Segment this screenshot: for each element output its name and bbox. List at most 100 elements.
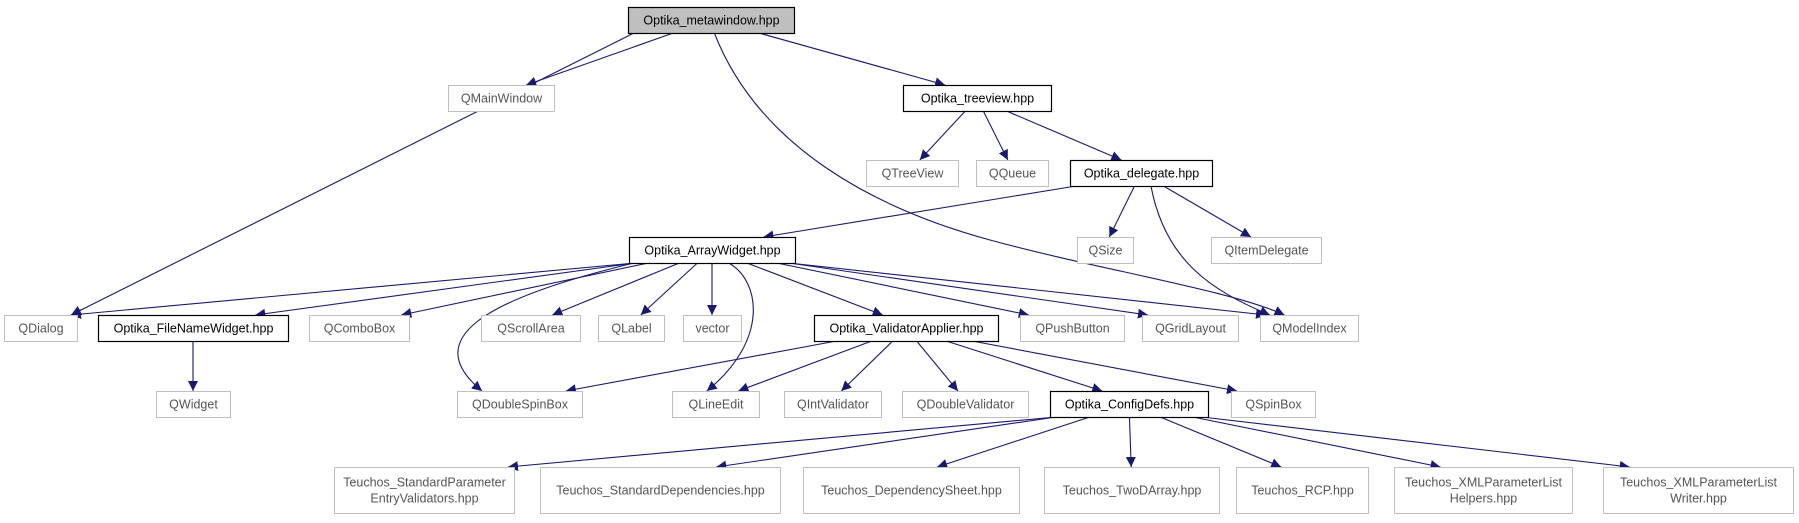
- node-label: Optika_ValidatorApplier.hpp: [829, 322, 983, 336]
- edge-arraywidget-to-filenamewidget: [255, 262, 636, 319]
- node-box: [1142, 315, 1239, 342]
- node-label: Optika_metawindow.hpp: [643, 14, 779, 28]
- node-arraywidget[interactable]: Optika_ArrayWidget.hpp: [628, 236, 797, 265]
- node-label: QWidget: [169, 398, 218, 412]
- node-label: Teuchos_XMLParameterList: [1405, 476, 1563, 490]
- node-box: [866, 160, 959, 187]
- node-qmainwindow: QMainWindow: [448, 85, 555, 112]
- node-box: [97, 314, 290, 343]
- node-delegate[interactable]: Optika_delegate.hpp: [1069, 159, 1214, 188]
- node-box: [683, 315, 742, 342]
- node-qspinbox: QSpinBox: [1231, 391, 1316, 418]
- node-vector: vector: [683, 315, 742, 342]
- node-qmodelindex: QModelIndex: [1260, 315, 1359, 342]
- edge-configdefs-to-twodarray: [1125, 416, 1136, 468]
- edge-metawindow-to-treeview: [758, 32, 946, 88]
- edge-arraywidget-to-qdialog: [70, 262, 636, 320]
- node-box: [1231, 391, 1316, 418]
- node-depsheet: Teuchos_DependencySheet.hpp: [803, 467, 1020, 514]
- edge-validatorapplier-to-qdoublespinbox: [565, 340, 837, 395]
- node-box: [1077, 237, 1134, 264]
- node-box: [803, 467, 1020, 514]
- node-metawindow[interactable]: Optika_metawindow.hpp: [627, 6, 796, 35]
- node-label: Optika_delegate.hpp: [1084, 167, 1199, 181]
- node-label: Teuchos_DependencySheet.hpp: [821, 484, 1002, 498]
- node-qdialog: QDialog: [4, 315, 78, 342]
- node-box: [481, 315, 581, 342]
- node-box: [902, 391, 1029, 418]
- node-box: [813, 314, 1000, 343]
- edge-arraywidget-to-qpushbutton: [776, 262, 1029, 318]
- edge-delegate-to-qitemdelegate: [1163, 185, 1252, 238]
- node-box: [1069, 159, 1214, 188]
- node-box: [540, 467, 781, 514]
- node-box: [1236, 467, 1369, 514]
- node-treeview[interactable]: Optika_treeview.hpp: [902, 84, 1053, 113]
- edge-configdefs-to-rcp: [1159, 416, 1282, 468]
- node-qlineedit: QLineEdit: [672, 391, 760, 418]
- node-label: Teuchos_StandardParameter: [343, 476, 506, 490]
- node-filenamewidget[interactable]: Optika_FileNameWidget.hpp: [97, 314, 290, 343]
- node-qlabel: QLabel: [598, 315, 665, 342]
- edge-arraywidget-to-qdoublespinbox: [457, 262, 635, 392]
- node-box: [628, 236, 797, 265]
- node-box: [1394, 467, 1573, 514]
- node-configdefs[interactable]: Optika_ConfigDefs.hpp: [1049, 390, 1210, 419]
- node-label: Helpers.hpp: [1450, 492, 1517, 506]
- node-label: Teuchos_TwoDArray.hpp: [1063, 484, 1202, 498]
- edge-treeview-to-qtreeview: [919, 110, 966, 161]
- edge-treeview-to-qqueue: [982, 110, 1009, 161]
- node-qscrollarea: QScrollArea: [481, 315, 581, 342]
- node-box: [448, 85, 555, 112]
- node-label: QModelIndex: [1272, 322, 1347, 336]
- node-box: [4, 315, 78, 342]
- node-label: Optika_ArrayWidget.hpp: [644, 244, 780, 258]
- node-label: QSpinBox: [1245, 398, 1302, 412]
- node-stddeps: Teuchos_StandardDependencies.hpp: [540, 467, 781, 514]
- node-box: [1260, 315, 1359, 342]
- edge-validatorapplier-to-qdoublevalidator: [916, 340, 959, 392]
- node-label: Writer.hpp: [1670, 492, 1727, 506]
- node-label: QScrollArea: [497, 322, 564, 336]
- edge-layer: [70, 32, 1630, 472]
- edge-metawindow-to-qmodelindex: [713, 32, 1285, 316]
- edge-validatorapplier-to-qintvalidator: [840, 340, 894, 392]
- edge-arraywidget-to-qscrollarea: [552, 262, 680, 316]
- node-label: QSize: [1088, 244, 1122, 258]
- edge-arraywidget-to-validatorapplier: [746, 262, 883, 317]
- node-label: QItemDelegate: [1224, 244, 1308, 258]
- node-box: [1049, 390, 1210, 419]
- edge-configdefs-to-xmlhelpers: [1192, 416, 1441, 470]
- edge-arraywidget-to-qmodelindex: [788, 262, 1267, 319]
- node-label: Optika_FileNameWidget.hpp: [114, 322, 274, 336]
- node-qgridlayout: QGridLayout: [1142, 315, 1239, 342]
- node-box: [976, 160, 1049, 187]
- node-box: [457, 391, 583, 418]
- node-label: QQueue: [989, 167, 1036, 181]
- edge-validatorapplier-to-qlineedit: [738, 340, 872, 393]
- node-label: QMainWindow: [461, 92, 543, 106]
- node-label: Optika_treeview.hpp: [921, 92, 1034, 106]
- edge-delegate-to-arraywidget: [763, 185, 1077, 241]
- node-box: [156, 391, 231, 418]
- node-qwidget: QWidget: [156, 391, 231, 418]
- node-label: QTreeView: [882, 167, 945, 181]
- node-box: [784, 391, 882, 418]
- node-box: [902, 84, 1053, 113]
- node-qitemdelegate: QItemDelegate: [1211, 237, 1322, 264]
- node-label: QComboBox: [324, 322, 396, 336]
- node-validatorapplier[interactable]: Optika_ValidatorApplier.hpp: [813, 314, 1000, 343]
- node-qqueue: QQueue: [976, 160, 1049, 187]
- edge-configdefs-to-stddeps: [716, 416, 1057, 471]
- node-label: Teuchos_XMLParameterList: [1620, 476, 1778, 490]
- node-qtreeview: QTreeView: [866, 160, 959, 187]
- edge-delegate-to-qsize: [1108, 185, 1136, 238]
- node-qdoublespinbox: QDoubleSpinBox: [457, 391, 583, 418]
- node-qsize: QSize: [1077, 237, 1134, 264]
- node-label: QLabel: [611, 322, 651, 336]
- node-rcp: Teuchos_RCP.hpp: [1236, 467, 1369, 514]
- edge-configdefs-to-xmlwriter: [1201, 416, 1630, 471]
